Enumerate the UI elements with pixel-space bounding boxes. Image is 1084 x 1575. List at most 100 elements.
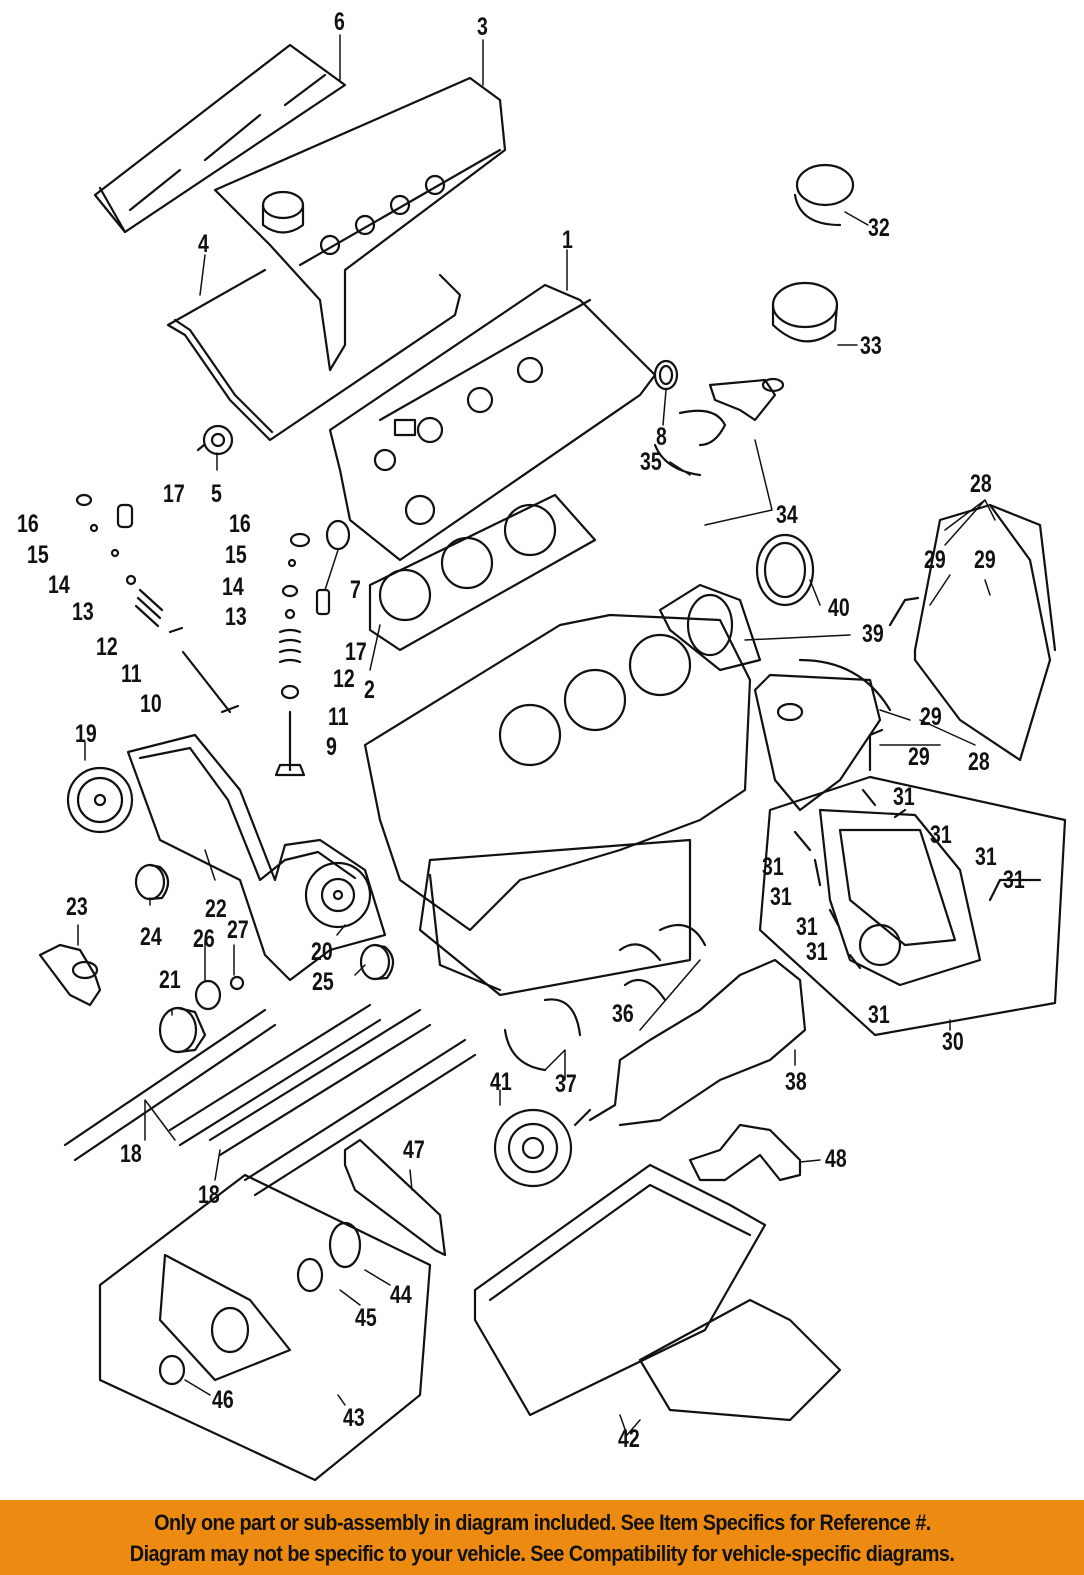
callout-28-top: 28 (970, 470, 992, 498)
part-valvetrain-left (75, 493, 240, 714)
part-balancer-41 (493, 1108, 573, 1188)
callout-15-left: 15 (27, 541, 49, 569)
part-head-gasket (368, 493, 597, 652)
part-crankshaft-38 (573, 958, 807, 1127)
callout-12-right: 12 (333, 665, 355, 693)
callout-37: 37 (555, 1070, 577, 1098)
callout-47: 47 (403, 1136, 425, 1164)
part-valve-cover-gasket (166, 268, 462, 442)
callout-35: 35 (640, 448, 662, 476)
callout-13-left: 13 (72, 598, 94, 626)
callout-1: 1 (562, 226, 573, 254)
callout-4: 4 (198, 230, 209, 258)
callout-33: 33 (860, 332, 882, 360)
part-timing-belt (126, 733, 387, 982)
callout-15-right: 15 (225, 541, 247, 569)
part-main-bearings-36 (618, 923, 707, 1002)
callout-31-g: 31 (796, 913, 818, 941)
part-rod-bearing (653, 409, 727, 477)
callout-40: 40 (828, 594, 850, 622)
callout-38: 38 (785, 1068, 807, 1096)
callout-19: 19 (75, 720, 97, 748)
callout-31-b: 31 (930, 821, 952, 849)
callout-31-d: 31 (975, 843, 997, 871)
callout-31-i: 31 (868, 1001, 890, 1029)
part-tensioner-23 (38, 943, 102, 1007)
callout-6: 6 (334, 8, 345, 36)
part-washer-27 (229, 975, 245, 991)
callout-18-b: 18 (198, 1181, 220, 1209)
part-timing-cover-lower (753, 658, 892, 812)
callout-46: 46 (212, 1386, 234, 1414)
callout-17-left: 17 (163, 480, 185, 508)
part-rear-seal-retainer (658, 583, 762, 672)
callout-3: 3 (477, 13, 488, 41)
part-idler-24 (134, 863, 170, 901)
disclaimer-line-2: Diagram may not be specific to your vehi… (129, 1540, 955, 1566)
callout-18-a: 18 (120, 1140, 142, 1168)
callout-leaders (77, 34, 996, 1436)
callout-36: 36 (612, 1000, 634, 1028)
diagram-artwork (38, 34, 1067, 1482)
part-engine-block (363, 613, 752, 997)
callout-30: 30 (942, 1028, 964, 1056)
callout-14-left: 14 (48, 571, 70, 599)
disclaimer-line-1: Only one part or sub-assembly in diagram… (153, 1509, 931, 1535)
callout-7: 7 (350, 576, 361, 604)
callout-23: 23 (66, 893, 88, 921)
callout-45: 45 (355, 1304, 377, 1332)
part-cylinder-head (328, 283, 657, 562)
callout-28-bottom: 28 (968, 748, 990, 776)
part-oil-pickup-48 (688, 1123, 802, 1182)
part-valve-cover-right (213, 76, 507, 372)
callout-31-e: 31 (1003, 866, 1025, 894)
part-piston (771, 281, 839, 343)
part-valvetrain-right (274, 519, 351, 777)
callout-10: 10 (140, 690, 162, 718)
part-seal-washer (196, 424, 234, 456)
callout-8: 8 (656, 423, 667, 451)
part-valve-cover-left (93, 43, 347, 234)
callout-13-right: 13 (225, 603, 247, 631)
part-piston-rings (793, 163, 855, 227)
callout-12-left: 12 (96, 633, 118, 661)
callout-2: 2 (364, 676, 375, 704)
callout-24: 24 (140, 923, 162, 951)
part-oil-pan-42 (473, 1163, 842, 1422)
part-cam-sprocket (66, 766, 134, 834)
callout-29-d: 29 (908, 743, 930, 771)
part-thrust-washers-37 (503, 998, 582, 1072)
part-connecting-rod (708, 377, 785, 422)
callout-31-f: 31 (770, 883, 792, 911)
part-idler-25 (359, 943, 395, 981)
callout-16-right: 16 (229, 510, 251, 538)
callout-29-b: 29 (974, 546, 996, 574)
part-sprocket-21 (158, 1006, 207, 1054)
callout-31-h: 31 (806, 938, 828, 966)
callout-25: 25 (312, 968, 334, 996)
part-oil-pump-box (758, 775, 1067, 1037)
callout-16-left: 16 (17, 510, 39, 538)
callout-29-c: 29 (920, 703, 942, 731)
callout-43: 43 (343, 1404, 365, 1432)
callout-34: 34 (776, 501, 798, 529)
callout-31-a: 31 (893, 783, 915, 811)
callout-42: 42 (618, 1425, 640, 1453)
callout-11-left: 11 (121, 660, 142, 688)
callout-29-a: 29 (924, 546, 946, 574)
part-rear-main-seal (755, 533, 815, 607)
part-timing-cover-upper (888, 503, 1057, 762)
callout-27: 27 (227, 916, 249, 944)
callout-21: 21 (159, 966, 181, 994)
part-camshaft-seal (653, 359, 679, 391)
callout-14-right: 14 (222, 573, 244, 601)
part-oil-pump-box-43 (98, 1173, 432, 1482)
callout-9: 9 (326, 733, 337, 761)
callout-48: 48 (825, 1145, 847, 1173)
callout-20: 20 (311, 938, 333, 966)
callout-22: 22 (205, 895, 227, 923)
callout-11-right: 11 (328, 703, 349, 731)
disclaimer-banner: Only one part or sub-assembly in diagram… (0, 1500, 1084, 1575)
callout-44: 44 (390, 1281, 412, 1309)
parts-diagram: 6 3 4 1 5 32 33 8 35 34 16 17 15 14 13 1… (17, 8, 1067, 1482)
